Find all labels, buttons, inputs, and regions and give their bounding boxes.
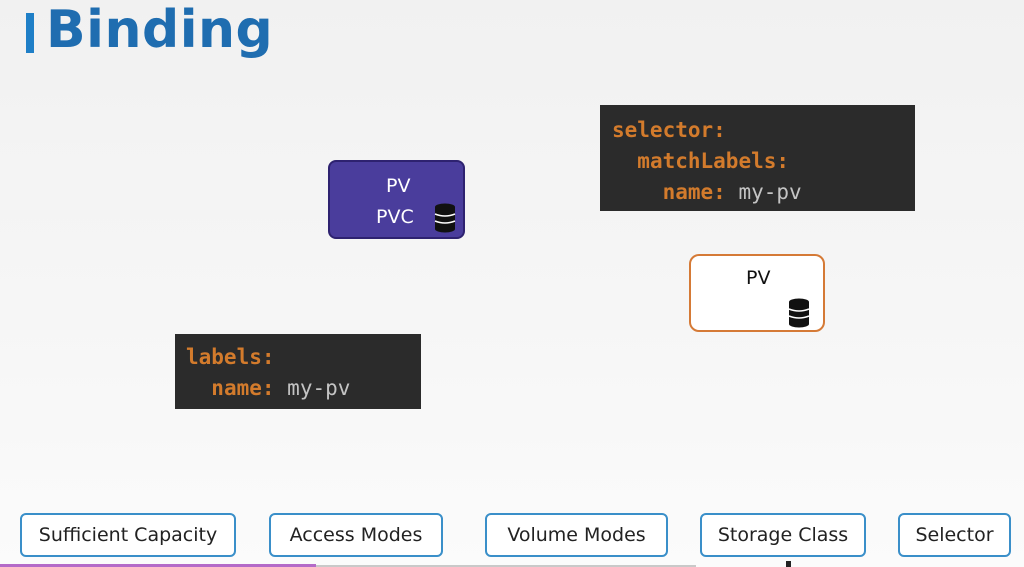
name-value: my-pv	[287, 376, 351, 400]
bound-pv-label: PV	[386, 175, 411, 197]
match-labels-key: matchLabels:	[637, 149, 790, 173]
name-key: name:	[211, 376, 275, 400]
code-line: selector:	[612, 115, 915, 146]
progress-accent-bar	[0, 564, 316, 567]
criteria-storage-class: Storage Class	[700, 513, 866, 557]
labels-key: labels:	[186, 345, 275, 369]
name-value: my-pv	[738, 180, 802, 204]
criteria-volume-modes: Volume Modes	[485, 513, 668, 557]
database-icon	[434, 203, 456, 238]
bound-pvc-label: PVC	[376, 206, 414, 228]
page-title: Binding	[46, 0, 274, 60]
bottom-marker	[786, 561, 791, 567]
pv-label: PV	[746, 267, 771, 289]
criteria-selector: Selector	[898, 513, 1011, 557]
code-line: name: my-pv	[186, 373, 421, 404]
bound-pv-pvc-node: PV PVC	[328, 160, 465, 239]
bottom-divider	[316, 565, 696, 567]
code-line: name: my-pv	[612, 177, 915, 208]
pv-node: PV	[689, 254, 825, 332]
criteria-access-modes: Access Modes	[269, 513, 443, 557]
criteria-sufficient-capacity: Sufficient Capacity	[20, 513, 236, 557]
selector-code-block: selector: matchLabels: name: my-pv	[600, 105, 915, 211]
code-line: labels:	[186, 342, 421, 373]
name-key: name:	[662, 180, 726, 204]
database-icon	[788, 298, 810, 333]
title-accent-bar	[26, 13, 34, 53]
labels-code-block: labels: name: my-pv	[175, 334, 421, 409]
selector-key: selector:	[612, 118, 726, 142]
code-line: matchLabels:	[612, 146, 915, 177]
